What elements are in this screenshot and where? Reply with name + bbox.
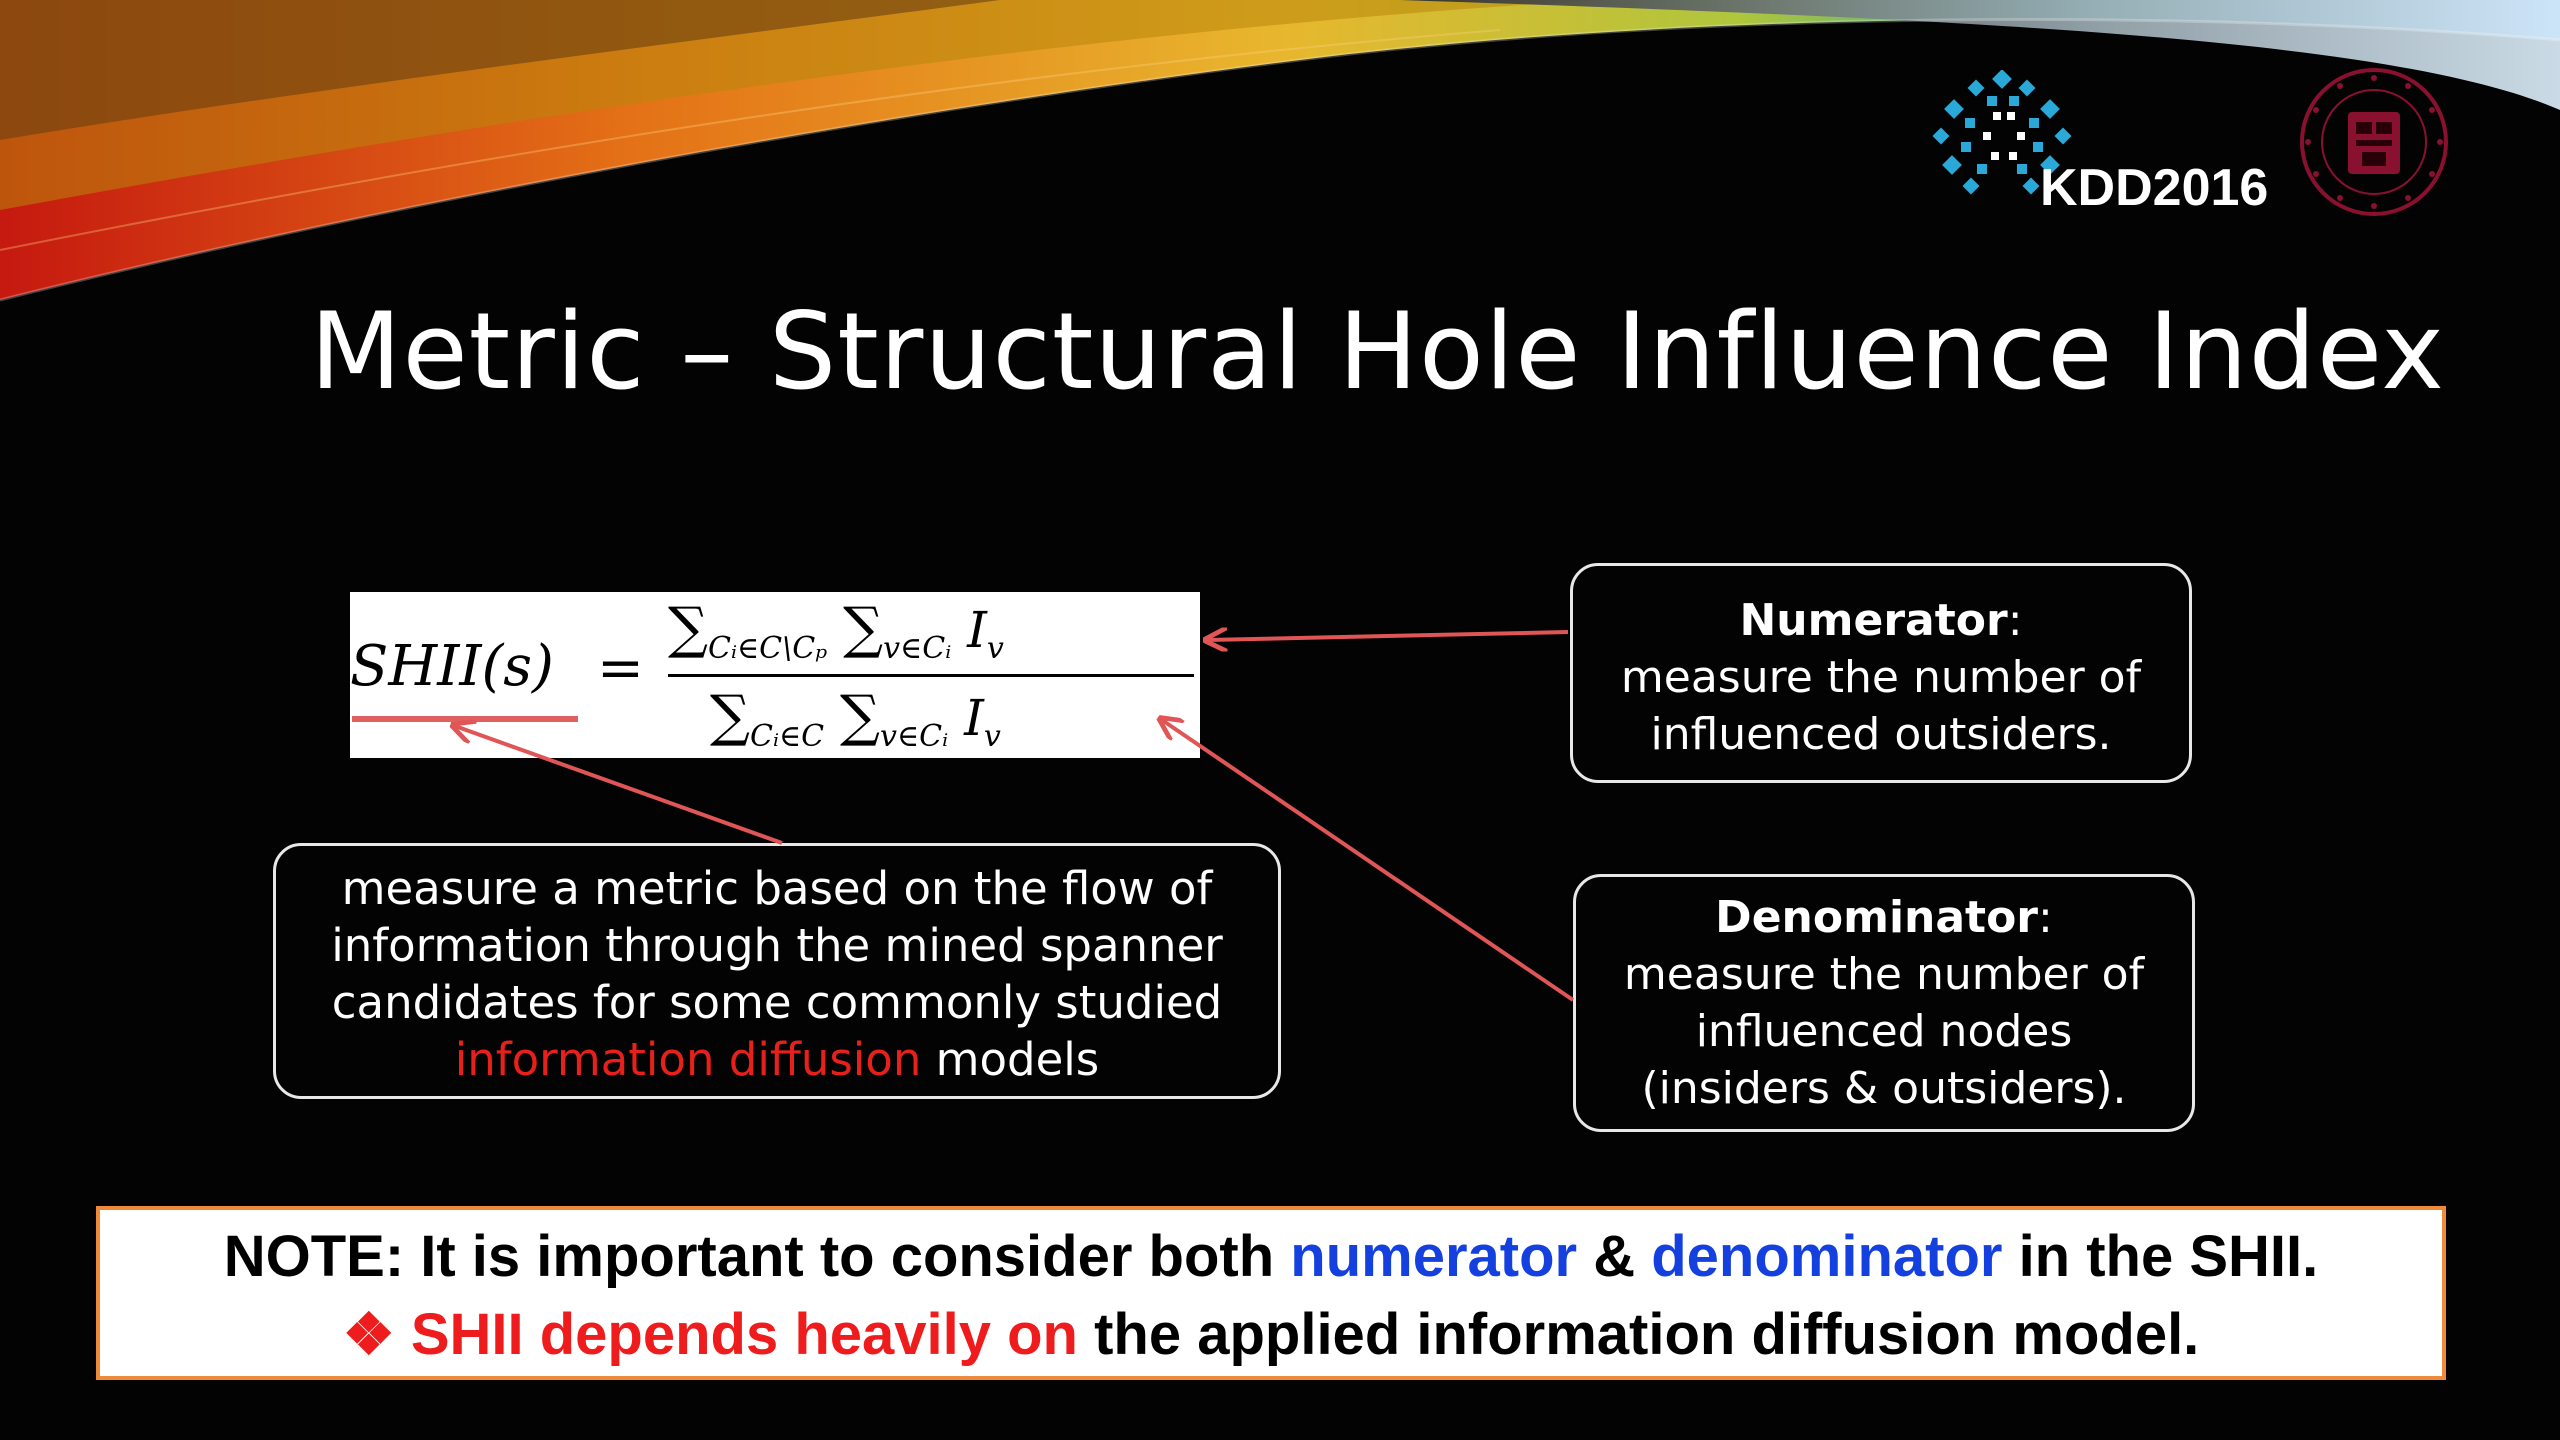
denominator-term: I xyxy=(964,689,984,747)
slide-title: Metric – Structural Hole Influence Index xyxy=(310,290,2445,413)
sum-symbol: ∑ xyxy=(840,684,881,749)
kdd-logo: KDD2016 xyxy=(1925,70,2268,220)
metric-highlight: information diffusion xyxy=(454,1033,922,1086)
metric-line1: measure a metric based on the flow of xyxy=(341,862,1213,915)
note-line1: NOTE: It is important to consider both n… xyxy=(100,1218,2442,1296)
metric-callout: measure a metric based on the flow of in… xyxy=(273,843,1281,1099)
numerator-sub1: Cᵢ∈C\Cₚ xyxy=(707,631,828,666)
metric-line3: candidates for some commonly studied xyxy=(331,976,1223,1029)
numerator-heading: Numerator xyxy=(1739,595,2008,646)
numerator-arrow xyxy=(1208,632,1569,640)
note-bullet: ❖ xyxy=(342,1302,411,1367)
note-amp: & xyxy=(1577,1224,1652,1289)
note-rest: the applied information diffusion model. xyxy=(1077,1302,2200,1367)
note-suffix: in the SHII. xyxy=(2002,1224,2319,1289)
note-line2: ❖ SHII depends heavily on the applied in… xyxy=(100,1296,2442,1374)
kdd-logo-text: KDD2016 xyxy=(2040,159,2269,217)
formula-denominator: ∑Cᵢ∈C ∑v∈Cᵢ Iv xyxy=(710,684,1001,754)
denominator-line2: influenced nodes xyxy=(1695,1006,2073,1057)
numerator-term: I xyxy=(967,601,987,659)
numerator-line1: measure the number of xyxy=(1620,652,2142,703)
formula-numerator: ∑Cᵢ∈C\Cₚ ∑v∈Cᵢ Iv xyxy=(668,596,1004,666)
formula-lhs-underline xyxy=(352,716,578,722)
note-denominator: denominator xyxy=(1651,1224,2003,1289)
numerator-callout: Numerator: measure the number of influen… xyxy=(1570,563,2192,783)
metric-line2: information through the mined spanner xyxy=(331,919,1223,972)
denominator-sub2: v∈Cᵢ xyxy=(880,719,949,754)
numerator-line2: influenced outsiders. xyxy=(1650,709,2112,760)
denominator-colon: : xyxy=(2038,892,2053,943)
note-prefix: NOTE: It is important to consider both xyxy=(223,1224,1291,1289)
snowflake-mosaic-icon xyxy=(1932,70,2072,195)
note-red-part: SHII depends heavily on xyxy=(410,1302,1078,1367)
sum-symbol: ∑ xyxy=(668,596,708,661)
denominator-line3: (insiders & outsiders). xyxy=(1641,1063,2127,1114)
header-swoosh-decoration xyxy=(0,0,2560,302)
note-box: NOTE: It is important to consider both n… xyxy=(96,1206,2446,1380)
university-seal-icon xyxy=(2300,68,2448,216)
numerator-colon: : xyxy=(2007,595,2023,646)
sum-symbol: ∑ xyxy=(710,684,750,749)
denominator-sub1: Cᵢ∈C xyxy=(749,719,825,754)
fraction-bar xyxy=(668,674,1194,677)
denominator-callout: Denominator: measure the number of influ… xyxy=(1573,874,2195,1132)
denominator-term-sub: v xyxy=(983,719,1001,754)
formula-equals: = xyxy=(597,636,644,701)
formula-lhs: SHII(s) xyxy=(350,634,554,699)
numerator-term-sub: v xyxy=(986,631,1004,666)
denominator-line1: measure the number of xyxy=(1623,949,2145,1000)
numerator-sub2: v∈Cᵢ xyxy=(883,631,952,666)
note-numerator: numerator xyxy=(1290,1224,1578,1289)
metric-tail: models xyxy=(921,1033,1100,1086)
shii-formula: SHII(s) = ∑Cᵢ∈C\Cₚ ∑v∈Cᵢ Iv ∑Cᵢ∈C ∑v∈Cᵢ … xyxy=(350,592,1200,758)
sum-symbol: ∑ xyxy=(843,596,884,661)
denominator-heading: Denominator xyxy=(1715,892,2038,943)
